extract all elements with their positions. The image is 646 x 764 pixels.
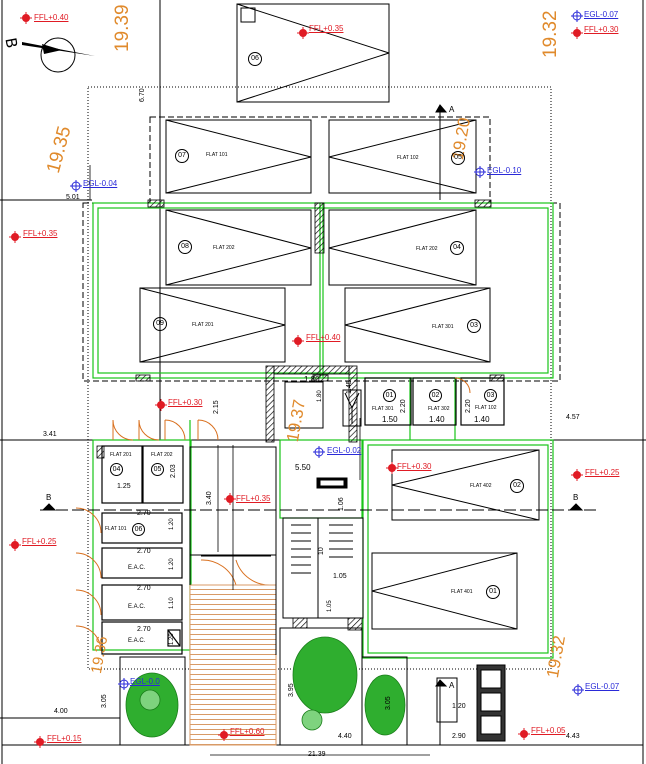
egl-marker-icon: [312, 445, 326, 459]
north-arrow: [22, 37, 95, 73]
ffl-marker-icon: [8, 538, 22, 552]
lift-core: [284, 381, 362, 429]
stair: [282, 477, 364, 619]
garden-plots: [119, 627, 506, 746]
ffl-marker-icon: [33, 735, 47, 749]
parking-space-04: [328, 209, 477, 286]
dimension-lines: [0, 165, 430, 756]
egl-marker-icon: [570, 9, 584, 23]
car-bays: [139, 3, 540, 630]
ffl-marker-icon: [517, 727, 531, 741]
ffl-marker-icon: [570, 468, 584, 482]
parking-space-01: [371, 552, 518, 630]
ffl-marker-icon: [8, 230, 22, 244]
parking-space-09: [139, 287, 286, 363]
ffl-marker-icon: [223, 492, 237, 506]
egl-marker-icon: [571, 683, 585, 697]
store-rooms: [101, 377, 505, 655]
entrance-ramp: [189, 584, 277, 746]
parking-space-07: [165, 119, 312, 194]
ground-floor-outline: [92, 202, 554, 660]
ffl-marker-icon: [296, 26, 310, 40]
ffl-marker-icon: [154, 398, 168, 412]
ffl-marker-icon: [19, 11, 33, 25]
section-marks: [40, 104, 600, 745]
door-swings: [75, 377, 471, 652]
parking-space-05: [328, 119, 477, 194]
ffl-marker-icon: [570, 26, 584, 40]
egl-marker-icon: [69, 179, 83, 193]
ffl-marker-icon: [385, 461, 399, 475]
ffl-marker-icon: [291, 334, 305, 348]
trees: [125, 636, 406, 738]
parking-space-03: [344, 287, 491, 363]
parking-space-08: [165, 209, 312, 286]
